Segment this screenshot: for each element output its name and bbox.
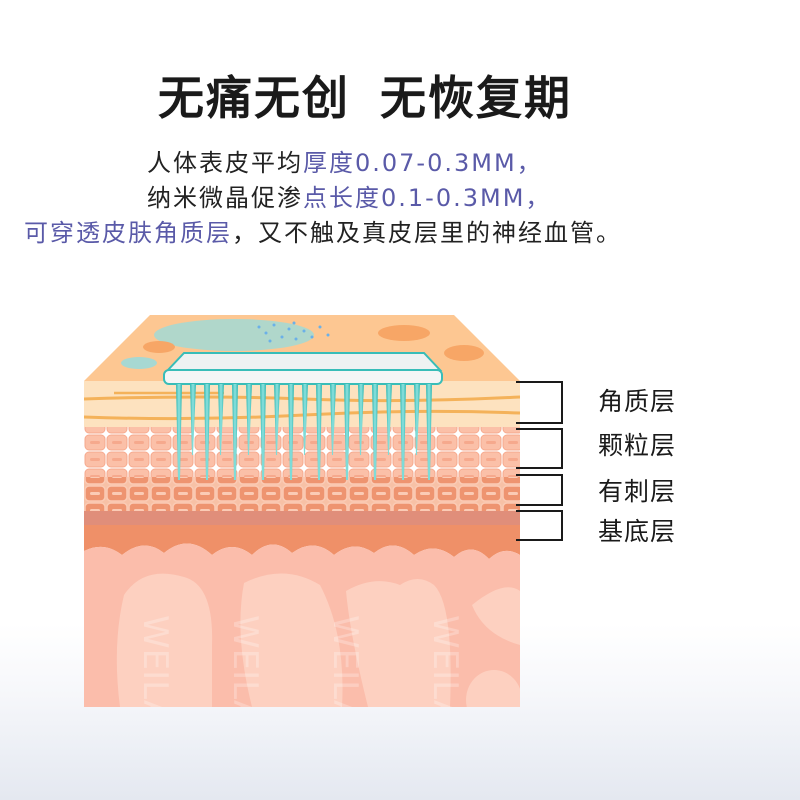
svg-text:WEILA: WEILA	[425, 615, 465, 707]
headline: 无痛无创无恢复期	[0, 62, 730, 128]
svg-text:WEILA: WEILA	[225, 615, 265, 707]
skin-layer-illustration: WEILA WEILA WEILA WEILA	[84, 315, 520, 707]
description-line-3: 可穿透皮肤角质层，又不触及真皮层里的神经血管。	[24, 213, 800, 248]
headline-part-1: 无痛无创	[158, 71, 350, 125]
description-line-2-plain: 纳米微晶促渗	[147, 184, 303, 212]
bracket-stratum-corneum	[516, 381, 563, 424]
label-stratum-granulosum: 颗粒层	[598, 431, 677, 460]
description-line-1: 人体表皮平均厚度0.07-0.3MM，	[147, 143, 800, 178]
description-line-1-plain: 人体表皮平均	[147, 149, 303, 177]
svg-text:WEILA: WEILA	[135, 615, 175, 707]
description-line-3-highlight: 可穿透皮肤角质层	[24, 219, 232, 247]
label-stratum-corneum: 角质层	[598, 387, 677, 416]
description-line-2-highlight: 点长度0.1-0.3MM，	[303, 184, 552, 212]
description-line-3-plain: ，又不触及真皮层里的神经血管。	[232, 219, 622, 247]
bracket-stratum-basale	[516, 510, 563, 541]
description-line-1-highlight: 厚度0.07-0.3MM，	[303, 149, 543, 177]
bracket-stratum-granulosum	[516, 428, 563, 469]
headline-part-2: 无恢复期	[380, 71, 572, 125]
description-line-2: 纳米微晶促渗点长度0.1-0.3MM，	[147, 178, 800, 213]
label-stratum-spinosum: 有刺层	[598, 477, 677, 506]
bracket-stratum-spinosum	[516, 474, 563, 506]
svg-text:WEILA: WEILA	[325, 615, 365, 707]
label-stratum-basale: 基底层	[598, 517, 677, 546]
